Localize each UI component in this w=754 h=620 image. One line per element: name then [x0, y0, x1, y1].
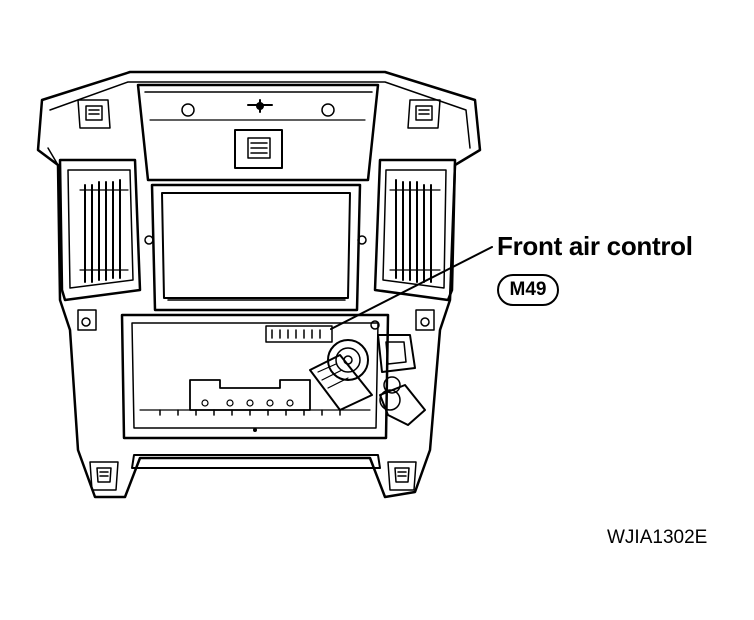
corner-clip-top-right [407, 99, 441, 129]
bottom-slot [131, 454, 381, 469]
corner-clip-bottom-right [387, 461, 417, 491]
connector-badge: M49 [497, 274, 559, 306]
callout-leader-line [330, 246, 493, 330]
control-knob-assembly [309, 339, 373, 411]
m49-connector [265, 325, 333, 343]
display-housing [150, 183, 362, 312]
upper-cover [136, 83, 380, 182]
corner-clip-bottom-left [89, 461, 119, 491]
front-air-control-board [189, 379, 311, 411]
control-opening [120, 313, 390, 440]
center-clip [234, 129, 283, 169]
actuator-motor [370, 320, 426, 426]
figure-code: WJIA1302E [607, 527, 708, 548]
corner-clip-top-left [77, 99, 111, 129]
left-air-vent [58, 158, 154, 302]
panel-shell [36, 70, 482, 499]
mounting-tabs [77, 309, 435, 331]
right-air-vent [357, 158, 457, 302]
callout-label: Front air control [497, 231, 693, 261]
